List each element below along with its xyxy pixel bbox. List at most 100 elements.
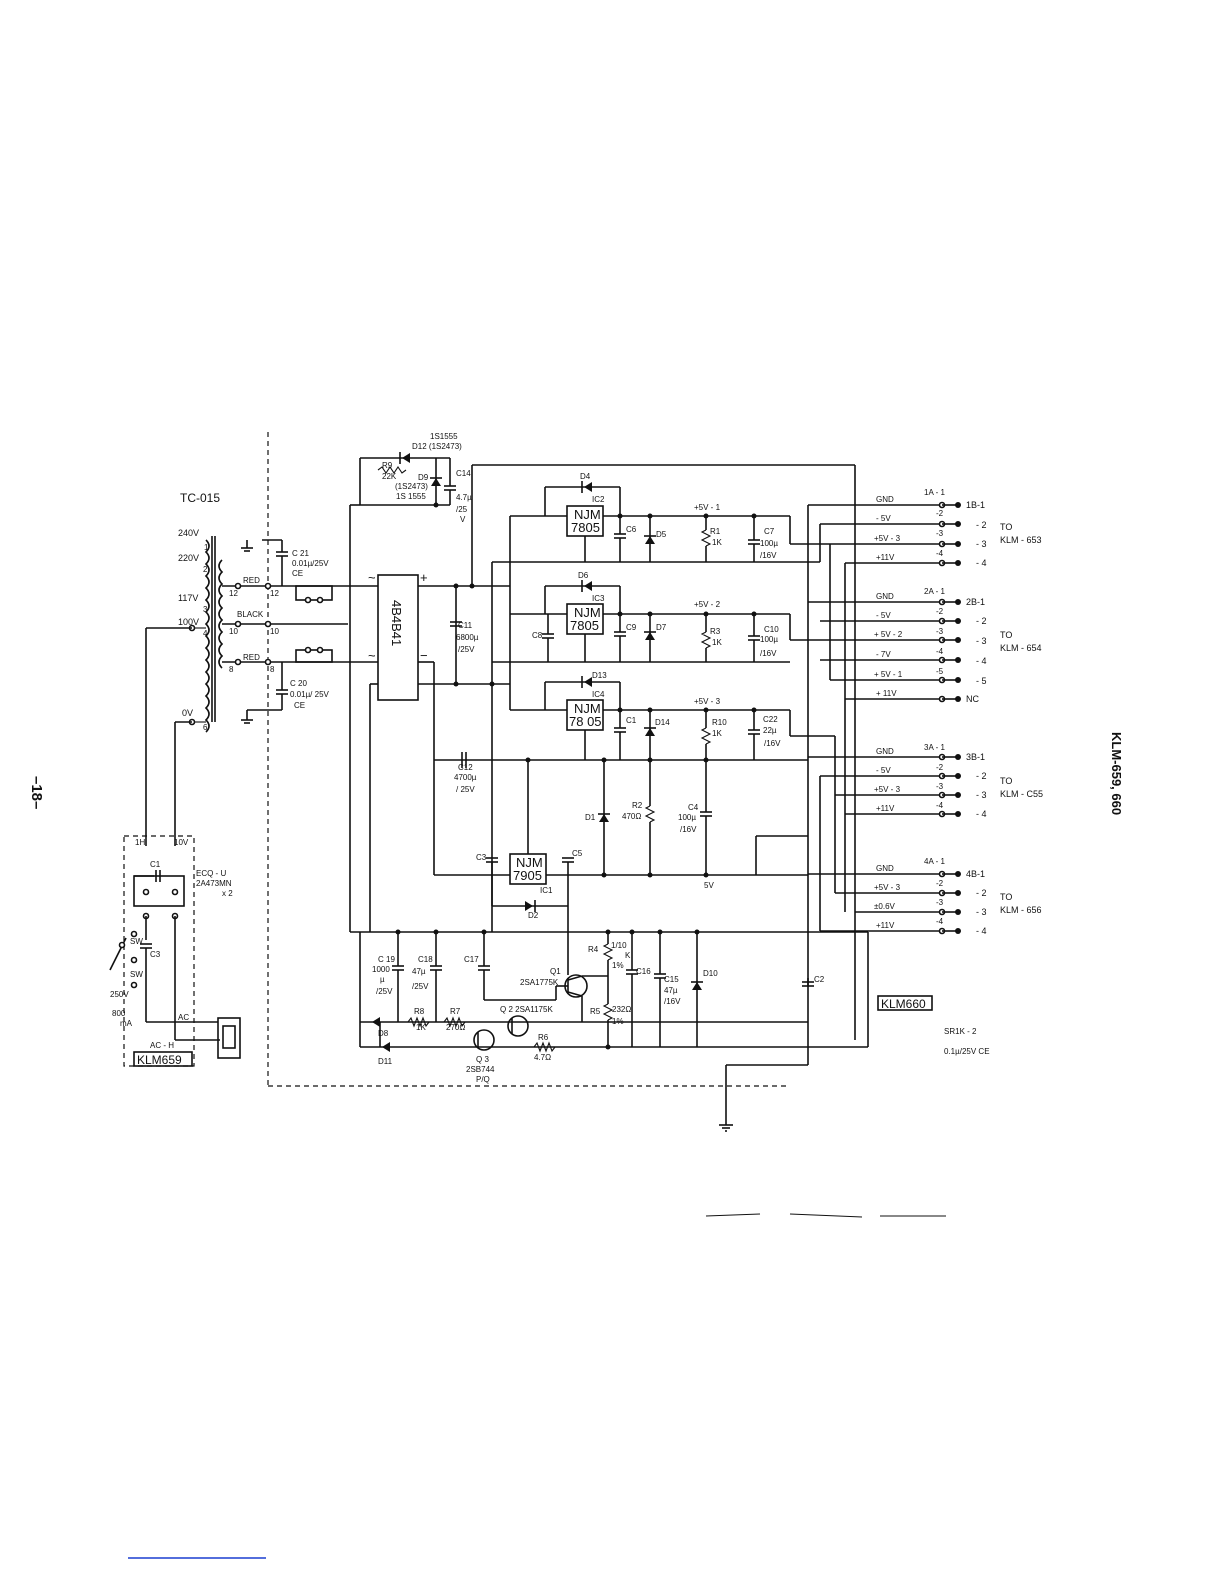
c16-name: C16: [636, 967, 651, 976]
ic2-c7: C7: [764, 527, 775, 536]
conn4-row-gnd: GND: [876, 864, 894, 873]
r5-name: R5: [590, 1007, 601, 1016]
conn3-out-3: - 3: [976, 790, 987, 800]
conn4-dest-name: KLM - 656: [1000, 905, 1042, 915]
d12-alt: 1S1555: [430, 432, 458, 441]
bridge-plus: +: [420, 570, 428, 585]
conn1-out-4: - 4: [976, 558, 987, 568]
ecq-line1: ECQ - U: [196, 869, 226, 878]
conn3-row-4: +11V: [876, 804, 895, 813]
conn1-pin-3: -3: [936, 529, 944, 538]
sec-pin-8-left: 8: [229, 665, 234, 674]
ic2-rail: +5V - 1: [694, 503, 721, 512]
c15-volt: /16V: [664, 997, 681, 1006]
tap-240v: 240V: [178, 528, 199, 538]
conn1-row-2: - 5V: [876, 514, 891, 523]
scan-artifacts: [128, 1213, 946, 1559]
r9-name: R9: [382, 461, 393, 470]
ic3-c8: C8: [532, 631, 543, 640]
conn4-row-3: ±0.6V: [874, 902, 896, 911]
conn3-header: 3A - 1: [924, 743, 945, 752]
r5-tol: 1%: [612, 1017, 624, 1026]
ic4-c22-volt: /16V: [764, 739, 781, 748]
r6-name: R6: [538, 1033, 549, 1042]
q3-part: 2SB744: [466, 1065, 495, 1074]
sec-pin-8-right: 8: [270, 665, 275, 674]
conn4-out-3: - 3: [976, 907, 987, 917]
ic4-bottom: 78 05: [569, 714, 602, 729]
c19-volt: /25V: [376, 987, 393, 996]
q2-label: Q 2 2SA1175K: [500, 1005, 553, 1014]
d11-name: D11: [378, 1057, 393, 1066]
tap-pin-2: 2: [203, 565, 208, 574]
d9-label: D9: [418, 473, 429, 482]
filter-caps: C11 6800µ /25V C12 4700µ / 25V: [450, 621, 479, 794]
ic4-r10: R10: [712, 718, 727, 727]
conn4-pin-3: -3: [936, 898, 944, 907]
input-capacitors: C 21 0.01µ/25V CE C 20 0.01µ/ 25V CE: [241, 539, 333, 724]
r5-value: 232Ω: [612, 1005, 631, 1014]
board-note2: 0.1µ/25V CE: [944, 1047, 990, 1056]
ic3-c10: C10: [764, 625, 779, 634]
connector-3: 3A - 1 GND - 5V +5V - 3 +11V -2 -3 -4 3B…: [874, 743, 1043, 819]
conn1-dest-name: KLM - 653: [1000, 535, 1042, 545]
ic2-diode: D4: [580, 472, 591, 481]
conn2-row-6: + 11V: [876, 689, 897, 698]
conn3-pin-3: -3: [936, 782, 944, 791]
ic3-diode: D6: [578, 571, 589, 580]
conn1-row-gnd: GND: [876, 495, 894, 504]
ic3-c10-val: 100µ: [760, 635, 778, 644]
ic4-top: NJM: [574, 701, 601, 716]
tap-pin-6: 6: [203, 723, 208, 732]
conn3-row-gnd: GND: [876, 747, 894, 756]
bridge-minus: −: [420, 648, 428, 663]
conn2-pin-2: -2: [936, 607, 944, 616]
c14-unit: V: [460, 515, 466, 524]
ic1-name: IC1: [540, 886, 553, 895]
wire-red-top: RED: [243, 576, 260, 585]
tap-220v: 220V: [178, 553, 199, 563]
conn2-pin-4: -4: [936, 647, 944, 656]
ic3-r3-val: 1K: [712, 638, 722, 647]
conn3-dest-name: KLM - C55: [1000, 789, 1043, 799]
conn2-row-2: - 5V: [876, 611, 891, 620]
conn1-out-3: - 3: [976, 539, 987, 549]
c18-volt: /25V: [412, 982, 429, 991]
c4-name: C4: [688, 803, 699, 812]
conn2-pin-5: -5: [936, 667, 944, 676]
ic4-rail: +5V - 3: [694, 697, 721, 706]
conn4-row-4: +11V: [876, 921, 895, 930]
sec-pin-10-left: 10: [229, 627, 238, 636]
side-label: KLM-659, 660: [1109, 732, 1124, 815]
wire-red-bottom: RED: [243, 653, 260, 662]
d9-alt: (1S2473): [395, 482, 428, 491]
d1-label: D1: [585, 813, 596, 822]
regulator-ic1: NJM 7905 IC1 D2 C3 C5 5V D1 R2 470Ω C4 1…: [476, 757, 808, 920]
bridge-part: 4B4B41: [389, 600, 404, 646]
conn4-out-2: - 2: [976, 888, 987, 898]
conn1-pin-4: -4: [936, 549, 944, 558]
r2-name: R2: [632, 801, 643, 810]
connector-4: 4A - 1 GND +5V - 3 ±0.6V +11V -2 -3 -4 4…: [874, 857, 1042, 936]
conn2-header: 2A - 1: [924, 587, 945, 596]
c21-name: C 21: [292, 549, 309, 558]
sw-label-sw2: SW: [130, 970, 143, 979]
ic2-r1-val: 1K: [712, 538, 722, 547]
conn2-row-3: + 5V - 2: [874, 630, 903, 639]
ic1-top: NJM: [516, 855, 543, 870]
conn2-pin-3: -3: [936, 627, 944, 636]
sw-label-800: 800: [112, 1009, 126, 1018]
ic3-bottom: 7805: [570, 618, 599, 633]
conn4-row-2: +5V - 3: [874, 883, 901, 892]
board-label: KLM660 SR1K - 2 0.1µ/25V CE: [877, 995, 990, 1056]
r4-unit: K: [625, 951, 631, 960]
ic4-name: IC4: [592, 690, 605, 699]
board-note1: SR1K - 2: [944, 1027, 977, 1036]
regulator-ic3: D6 IC3 NJM 7805 +5V - 2 C8 C9 D7 R3 1K C…: [492, 571, 791, 663]
q3-name: Q 3: [476, 1055, 489, 1064]
conn2-out-5: - 5: [976, 676, 987, 686]
r4-value: 1/10: [611, 941, 627, 950]
c4-volt: /16V: [680, 825, 697, 834]
conn4-pin-2: -2: [936, 879, 944, 888]
tap-117v: 117V: [178, 593, 198, 603]
